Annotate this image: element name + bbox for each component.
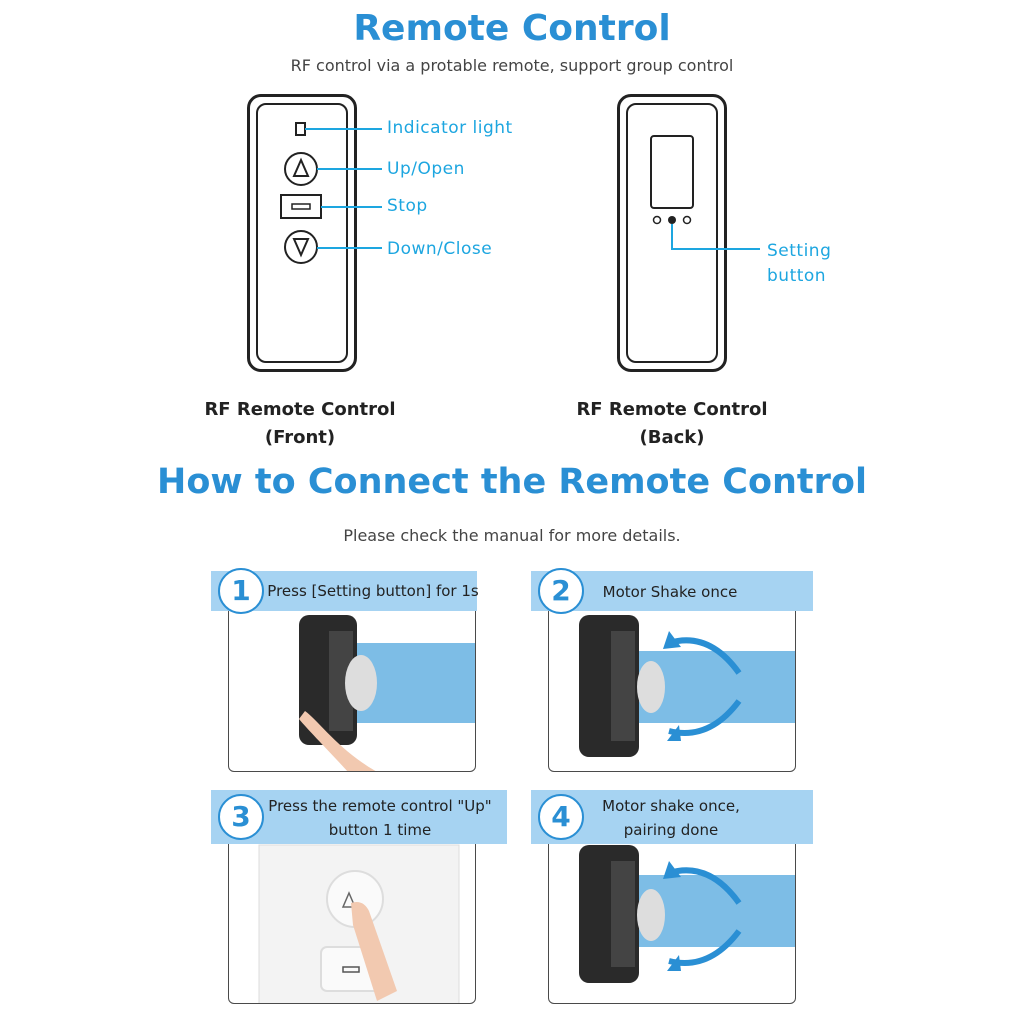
shake-arrow-icon: [668, 867, 742, 905]
step-3-panel: [228, 814, 476, 1004]
callout-up-open: Up/Open: [387, 159, 465, 179]
battery-cover-icon: [650, 135, 694, 209]
step-4-text-line2: pairing done: [623, 821, 719, 839]
page-title: Remote Control: [353, 8, 671, 49]
callout-indicator-light: Indicator light: [387, 118, 513, 138]
step-4-number: 4: [538, 794, 584, 840]
step-3-text-line1: Press the remote control "Up": [268, 797, 492, 815]
connect-title: How to Connect the Remote Control: [157, 462, 867, 502]
callout-setting-line1: Setting: [767, 241, 832, 261]
step-4-text-line1: Motor shake once,: [602, 797, 740, 815]
back-caption: RF Remote Control (Back): [560, 396, 784, 452]
front-caption-line1: RF Remote Control: [204, 399, 396, 420]
step-1-number: 1: [218, 568, 264, 614]
callout-setting-line2: button: [767, 266, 827, 286]
finger-icon: [351, 902, 397, 1001]
step-4-panel: [548, 814, 796, 1004]
step-1-text: Press [Setting button] for 1s: [267, 582, 479, 600]
front-caption: RF Remote Control (Front): [190, 396, 410, 452]
step-2-panel: [548, 590, 796, 772]
remote-back-details: [650, 135, 760, 250]
motor-illustration: [299, 615, 475, 771]
step-2-text: Motor Shake once: [602, 583, 738, 601]
remote-front-buttons: [280, 122, 382, 264]
page-subtitle: RF control via a protable remote, suppor…: [290, 56, 734, 75]
shake-arrow-icon: [668, 637, 742, 675]
motor-illustration: [579, 845, 795, 983]
callout-setting-button: Setting button: [767, 239, 831, 289]
motor-illustration: [579, 615, 795, 757]
step-3-number: 3: [218, 794, 264, 840]
step-1-panel: [228, 590, 476, 772]
front-caption-line2: (Front): [264, 427, 336, 448]
finger-icon: [299, 711, 376, 771]
callout-stop: Stop: [387, 196, 428, 216]
back-caption-line2: (Back): [639, 427, 705, 448]
step-3-text: Press the remote control "Up" button 1 t…: [260, 794, 500, 842]
back-caption-line1: RF Remote Control: [576, 399, 768, 420]
step-4-text: Motor shake once, pairing done: [586, 794, 756, 842]
step-3-text-line2: button 1 time: [328, 821, 432, 839]
callout-down-close: Down/Close: [387, 239, 493, 259]
step-2-number: 2: [538, 568, 584, 614]
remote-press-illustration: [258, 844, 460, 1003]
connect-subtitle: Please check the manual for more details…: [343, 526, 681, 545]
setting-button-icon: [668, 216, 676, 224]
